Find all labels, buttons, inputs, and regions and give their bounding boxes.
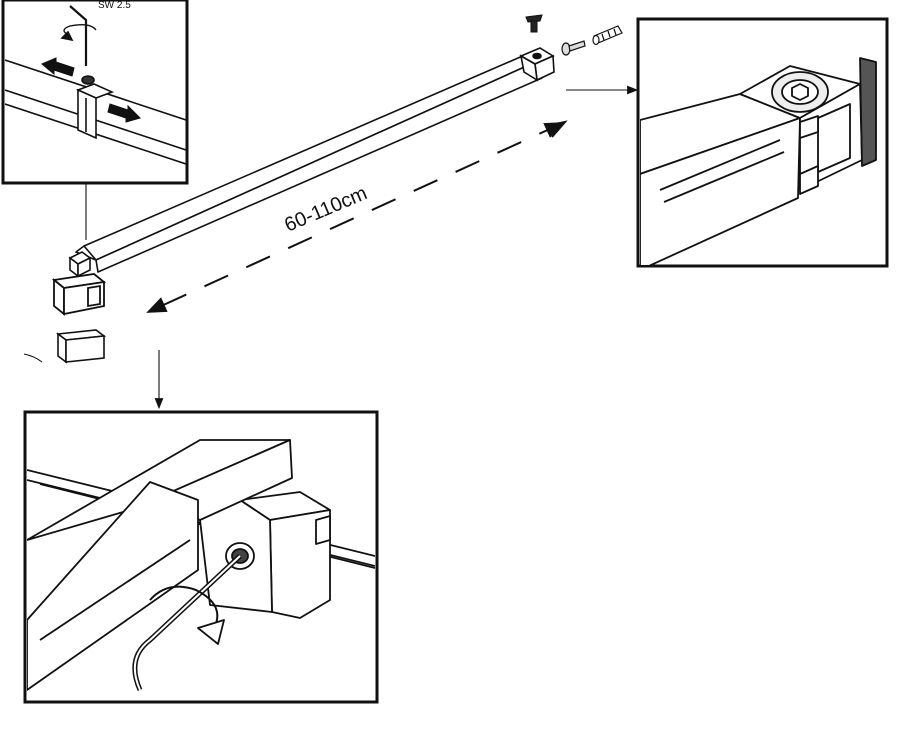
bar-end-connector xyxy=(519,47,555,82)
length-dimension-line xyxy=(146,120,568,313)
slide-right-arrow-icon xyxy=(107,103,141,123)
glass-edge-mark xyxy=(23,353,43,363)
wall-plug-icon xyxy=(592,25,623,46)
tool-size-label: SW 2.5 xyxy=(98,0,131,11)
clamp-insert xyxy=(55,329,107,364)
length-label: 60-110cm xyxy=(281,182,370,236)
detail-panel-glass-clamp xyxy=(23,410,379,704)
rotate-arrow-icon xyxy=(149,585,219,633)
rotate-arrow-icon xyxy=(63,23,97,37)
countersunk-screw-icon xyxy=(525,14,543,33)
stabilizer-bar xyxy=(75,49,543,273)
hex-key-icon xyxy=(69,5,88,66)
detail-panel-wall-bracket xyxy=(636,17,889,268)
bar-joint-left xyxy=(68,251,92,278)
slide-left-arrow-icon xyxy=(41,57,75,77)
detail-panel-adjust-length: SW 2.5 xyxy=(1,0,189,185)
wall-screw-icon xyxy=(561,40,586,56)
glass-clamp xyxy=(51,273,107,316)
